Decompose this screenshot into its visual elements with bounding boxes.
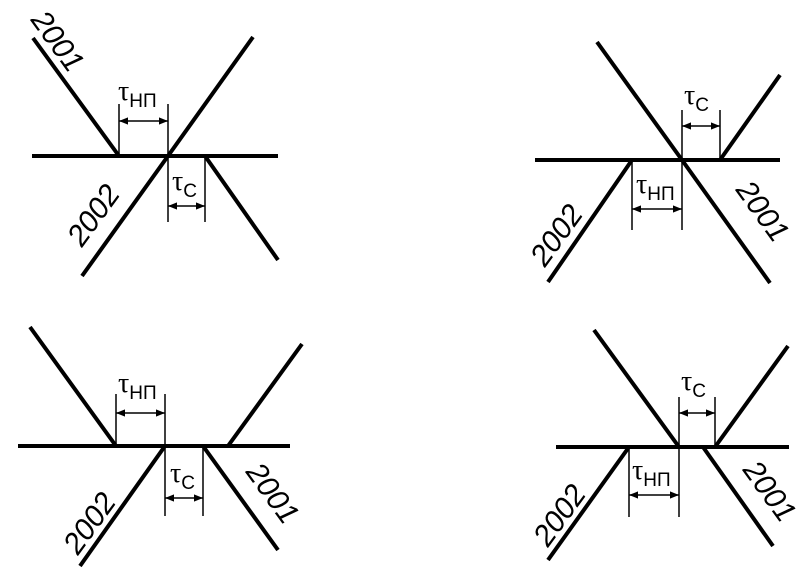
panel-bottom-left: τНП τС 2002 2001 (18, 325, 306, 568)
line-upper-right (718, 73, 782, 162)
line-2001-lower-right (680, 158, 772, 285)
interval-label-top: τНП (118, 76, 157, 112)
line-2001-upper-left (31, 36, 121, 158)
interval-label-bottom: τС (170, 458, 195, 494)
line-2002-lower-left (546, 158, 634, 284)
line-upper-right (226, 342, 304, 448)
interval-label-bottom: τНП (632, 455, 671, 491)
interval-label-top: τНП (118, 368, 157, 404)
line-2002-lower-left (80, 154, 170, 278)
line-upper-left (595, 40, 684, 162)
line-label-2002: 2002 (56, 486, 123, 560)
panel-top-right: τС τНП 2002 2001 (523, 40, 795, 285)
line-2001-lower-right (201, 444, 280, 552)
line-label-2001: 2001 (736, 454, 803, 528)
line-lower-right (203, 154, 280, 262)
panel-top-left: τНП τС 2001 2002 (24, 4, 280, 278)
panel-bottom-right: τС τНП 2002 2001 (526, 328, 803, 562)
line-2002-lower-left (78, 444, 167, 568)
line-upper-right (713, 344, 790, 449)
interval-label-top: τС (684, 80, 709, 116)
line-upper-left (28, 325, 118, 448)
interval-label-top: τС (681, 366, 706, 402)
line-label-2002: 2002 (60, 178, 127, 252)
interval-label-bottom: τС (172, 166, 197, 202)
line-label-2002: 2002 (526, 478, 593, 552)
line-2001-lower-right (701, 445, 775, 548)
interval-label-bottom: τНП (636, 169, 675, 205)
line-2002-lower-left (546, 445, 631, 562)
line-upper-left (592, 328, 681, 449)
line-upper-right (166, 35, 255, 158)
line-label-2001: 2001 (239, 456, 306, 530)
